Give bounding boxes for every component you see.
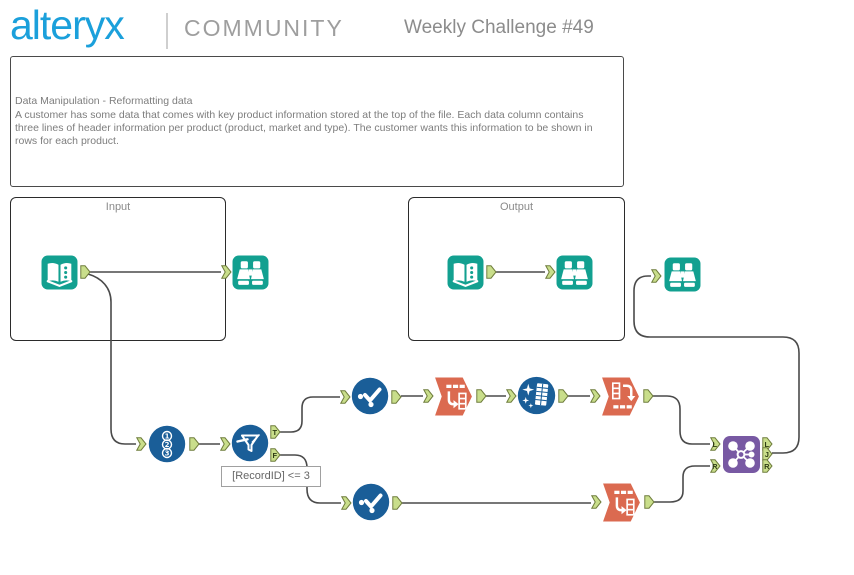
join-input-anchor-L[interactable]: L — [710, 437, 721, 451]
comment-title: Data Manipulation - Reformatting data — [15, 95, 193, 107]
browse-2-input-anchor[interactable] — [545, 265, 556, 279]
browse-3-input-anchor[interactable] — [651, 269, 662, 283]
select-2-output-anchor[interactable] — [392, 496, 403, 510]
connection-transpose-2-to-join:R[interactable] — [654, 465, 710, 503]
connection-cross-tab-1-to-join:L[interactable] — [653, 395, 710, 445]
transpose-2-input-anchor[interactable] — [591, 495, 602, 509]
comment-box[interactable]: Data Manipulation - Reformatting data A … — [10, 56, 624, 187]
filter-tool[interactable] — [231, 424, 269, 462]
input-data-1-tool[interactable] — [41, 254, 78, 291]
output-container-label: Output — [499, 201, 534, 213]
page-title: Weekly Challenge #49 — [404, 17, 594, 38]
input-data-2-tool[interactable] — [447, 254, 484, 291]
browse-1-tool[interactable] — [232, 254, 269, 291]
comment-body: A customer has some data that comes with… — [15, 108, 593, 147]
filter-output-anchor-T[interactable]: T — [270, 425, 281, 439]
select-1-tool[interactable] — [351, 377, 389, 415]
svg-text:L: L — [713, 440, 718, 449]
cross-tab-1-input-anchor[interactable] — [590, 389, 601, 403]
connection-input-data-1-to-record-id[interactable] — [87, 273, 136, 445]
transpose-2-tool[interactable] — [600, 481, 643, 524]
select-1-output-anchor[interactable] — [391, 390, 402, 404]
record-id-input-anchor[interactable] — [136, 437, 147, 451]
join-tool[interactable] — [722, 435, 761, 474]
select-1-input-anchor[interactable] — [340, 390, 351, 404]
filter-input-anchor[interactable] — [220, 437, 231, 451]
svg-text:J: J — [765, 450, 769, 459]
browse-2-tool[interactable] — [556, 254, 593, 291]
connection-filter:T-to-select-1[interactable] — [280, 396, 340, 433]
svg-text:R: R — [764, 462, 770, 471]
input-container-label: Input — [105, 201, 131, 213]
transpose-1-input-anchor[interactable] — [423, 389, 434, 403]
browse-3-tool[interactable] — [664, 256, 701, 293]
cross-tab-1-output-anchor[interactable] — [643, 389, 654, 403]
record-id-output-anchor[interactable] — [189, 437, 200, 451]
join-output-anchor-R[interactable]: R — [762, 459, 773, 473]
svg-text:T: T — [273, 428, 278, 437]
join-output-anchor-J[interactable]: J — [762, 447, 773, 461]
alteryx-logo: alteryx — [10, 2, 125, 48]
data-cleansing-tool[interactable] — [517, 376, 556, 415]
logo-divider — [166, 13, 168, 49]
svg-text:1: 1 — [165, 433, 170, 441]
filter-output-anchor-F[interactable]: F — [270, 448, 281, 462]
input-data-2-output-anchor[interactable] — [486, 265, 497, 279]
transpose-1-output-anchor[interactable] — [476, 389, 487, 403]
filter-annotation[interactable]: [RecordID] <= 3 — [221, 466, 321, 487]
input-data-1-output-anchor[interactable] — [80, 265, 91, 279]
join-input-anchor-R[interactable]: R — [710, 459, 721, 473]
community-label: COMMUNITY — [184, 15, 344, 41]
svg-text:3: 3 — [165, 450, 170, 458]
connection-join:J-to-browse-3[interactable] — [633, 275, 800, 454]
data-cleansing-input-anchor[interactable] — [506, 389, 517, 403]
transpose-1-tool[interactable] — [432, 375, 475, 418]
browse-1-input-anchor[interactable] — [221, 265, 232, 279]
svg-text:F: F — [273, 451, 278, 460]
cross-tab-1-tool[interactable] — [599, 375, 642, 418]
svg-text:2: 2 — [165, 441, 170, 449]
svg-text:L: L — [765, 440, 770, 449]
data-cleansing-output-anchor[interactable] — [558, 389, 569, 403]
transpose-2-output-anchor[interactable] — [644, 495, 655, 509]
select-2-tool[interactable] — [352, 483, 390, 521]
select-2-input-anchor[interactable] — [341, 496, 352, 510]
svg-text:R: R — [712, 462, 718, 471]
